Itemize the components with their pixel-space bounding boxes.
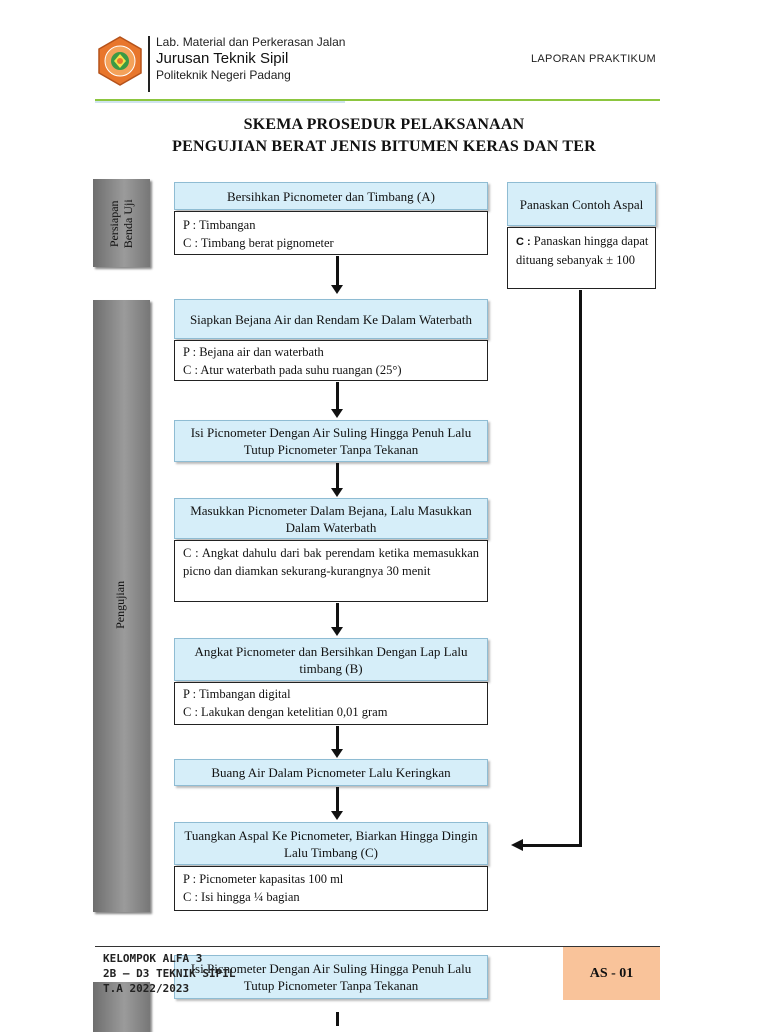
step-2-note-c: C : Atur waterbath pada suhu ruangan (25… (183, 363, 402, 377)
footer-rule (95, 946, 660, 947)
footer-class: 2B – D3 TEKNIK SIPIL (103, 967, 236, 980)
arrow-3-head (331, 488, 343, 497)
side-step-note-text: Panaskan hingga dapat dituang sebanyak ±… (516, 234, 649, 267)
arrow-2-head (331, 409, 343, 418)
side-connector-vertical (579, 290, 582, 847)
side-step-note: C : Panaskan hingga dapat dituang sebany… (507, 227, 656, 289)
step-5-notes: P : Timbangan digital C : Lakukan dengan… (174, 682, 488, 725)
footer-group: KELOMPOK ALFA 3 2B – D3 TEKNIK SIPIL T.A… (103, 951, 235, 996)
step-7-note-p: P : Picnometer kapasitas 100 ml (183, 872, 344, 886)
header-rule (95, 99, 660, 101)
header-divider (148, 36, 150, 92)
arrow-8-line (336, 1012, 339, 1026)
section-persiapan: Persiapan Benda Uji (93, 179, 150, 267)
footer-group-name: KELOMPOK ALFA 3 (103, 952, 203, 965)
page-title-line2: PENGUJIAN BERAT JENIS BITUMEN KERAS DAN … (172, 138, 596, 155)
arrow-6-head (331, 811, 343, 820)
polytechnic-logo-icon (98, 36, 142, 86)
institution-name: Politeknik Negeri Padang (156, 68, 291, 82)
step-7-note-c: C : Isi hingga ¼ bagian (183, 890, 300, 904)
step-7-title: Tuangkan Aspal Ke Picnometer, Biarkan Hi… (174, 822, 488, 865)
page-code-badge: AS - 01 (563, 947, 660, 1000)
page-code: AS - 01 (589, 965, 634, 981)
department-name: Jurusan Teknik Sipil (156, 50, 289, 67)
footer-year: T.A 2022/2023 (103, 982, 190, 995)
lab-name: Lab. Material dan Perkerasan Jalan (156, 35, 346, 49)
step-7-notes: P : Picnometer kapasitas 100 ml C : Isi … (174, 866, 488, 911)
step-2-notes: P : Bejana air dan waterbath C : Atur wa… (174, 340, 488, 381)
step-4-notes: C : Angkat dahulu dari bak perendam keti… (174, 540, 488, 602)
side-connector-arrowhead (511, 839, 523, 851)
arrow-1-head (331, 285, 343, 294)
step-8-title: Isi Picnometer Dengan Air Suling Hingga … (174, 955, 488, 999)
side-connector-horizontal (522, 844, 582, 847)
step-1-note-p: P : Timbangan (183, 218, 256, 232)
logo (95, 36, 145, 86)
step-2-note-p: P : Bejana air dan waterbath (183, 345, 324, 359)
step-5-title: Angkat Picnometer dan Bersihkan Dengan L… (174, 638, 488, 681)
arrow-6-line (336, 787, 339, 812)
side-step-title: Panaskan Contoh Aspal (507, 182, 656, 226)
step-6-title: Buang Air Dalam Picnometer Lalu Keringka… (174, 759, 488, 786)
report-label: LAPORAN PRAKTIKUM (531, 53, 656, 65)
step-3-title: Isi Picnometer Dengan Air Suling Hingga … (174, 420, 488, 462)
step-1-note-c: C : Timbang berat pignometer (183, 236, 334, 250)
step-5-note-c: C : Lakukan dengan ketelitian 0,01 gram (183, 705, 388, 719)
step-5-note-p: P : Timbangan digital (183, 687, 291, 701)
step-1-notes: P : Timbangan C : Timbang berat pignomet… (174, 211, 488, 255)
page-title-line1: SKEMA PROSEDUR PELAKSANAAN (243, 116, 525, 133)
step-2-title: Siapkan Bejana Air dan Rendam Ke Dalam W… (174, 299, 488, 339)
section-pengujian: Pengujian (93, 300, 150, 912)
section-pengujian-label: Pengujian (113, 580, 128, 629)
step-4-note-c: C : Angkat dahulu dari bak perendam keti… (183, 546, 479, 578)
arrow-2-line (336, 382, 339, 410)
arrow-5-head (331, 749, 343, 758)
header-rule-accent (95, 101, 345, 103)
step-4-title: Masukkan Picnometer Dalam Bejana, Lalu M… (174, 498, 488, 539)
step-1-title: Bersihkan Picnometer dan Timbang (A) (174, 182, 488, 210)
side-step-note-prefix: C : (516, 236, 531, 248)
arrow-4-head (331, 627, 343, 636)
arrow-1-line (336, 256, 339, 286)
arrow-4-line (336, 603, 339, 628)
arrow-3-line (336, 463, 339, 489)
arrow-5-line (336, 726, 339, 750)
section-persiapan-label: Persiapan Benda Uji (107, 199, 135, 249)
